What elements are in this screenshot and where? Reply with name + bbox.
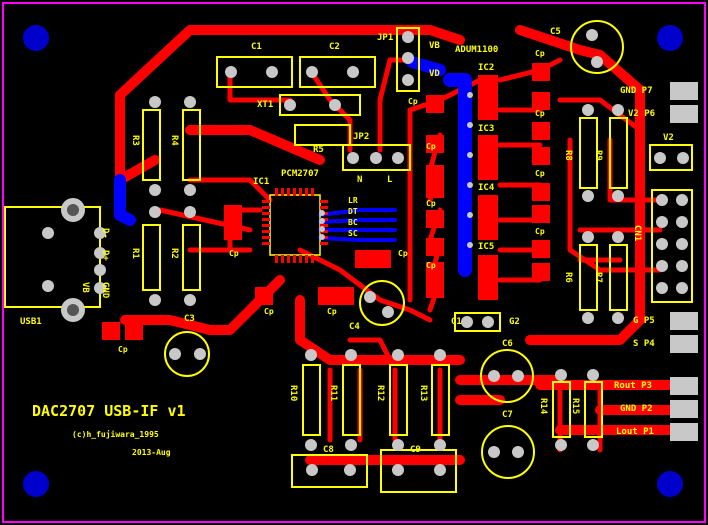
- label-cp-13: Cp: [535, 227, 545, 236]
- label-vd: VD: [429, 69, 440, 79]
- mounting-holes: [23, 25, 683, 497]
- label-cp-8: Cp: [426, 199, 436, 208]
- label-l: L: [387, 175, 393, 185]
- label-bc: BC: [348, 218, 358, 227]
- ref-r7: R7: [593, 272, 603, 283]
- ref-r9: R9: [593, 150, 603, 161]
- usb-connector: [61, 198, 85, 322]
- label-sc: SC: [348, 229, 358, 238]
- ref-r4: R4: [169, 135, 179, 146]
- ref-r2: R2: [169, 248, 179, 259]
- ref-c7: C7: [502, 410, 513, 420]
- ref-c5: C5: [550, 27, 561, 37]
- pin-p1-label: Lout P1: [616, 427, 654, 437]
- pin-p3-label: Rout P3: [614, 381, 652, 391]
- board-date: 2013-Aug: [132, 448, 171, 457]
- ref-ic3: IC3: [478, 124, 495, 134]
- board-copyright: (c)h_fujiwara_1995: [72, 430, 159, 439]
- silkscreen-outlines: [4, 20, 693, 493]
- ref-r13: R13: [418, 385, 428, 402]
- ic-bodies: [478, 75, 498, 300]
- label-cp-4: Cp: [398, 249, 408, 258]
- label-pcm2707: PCM2707: [281, 169, 319, 179]
- ref-jp1: JP1: [377, 33, 394, 43]
- label-n: N: [357, 175, 363, 185]
- ref-ic4: IC4: [478, 183, 495, 193]
- smd-pads: [102, 63, 550, 340]
- label-dt: DT: [348, 207, 358, 216]
- ref-c8: C8: [323, 445, 334, 455]
- label-cp-2: Cp: [264, 307, 274, 316]
- ref-c2: C2: [329, 42, 340, 52]
- ref-ic1: IC1: [253, 177, 270, 187]
- top-traces: [115, 25, 695, 465]
- ref-jp2: JP2: [353, 132, 370, 142]
- ref-usb1: USB1: [20, 317, 42, 327]
- pin-p4-label: S P4: [633, 339, 655, 349]
- ref-r15: R15: [570, 398, 580, 415]
- ref-r12: R12: [375, 385, 385, 402]
- ref-c9: C9: [410, 445, 421, 455]
- ref-v2: V2: [663, 133, 674, 143]
- ref-c1: C1: [251, 42, 262, 52]
- ref-r5: R5: [313, 145, 324, 155]
- ref-ic2: IC2: [478, 63, 495, 73]
- label-cp-6: Cp: [408, 97, 418, 106]
- label-cp-12: Cp: [535, 169, 545, 178]
- ref-c6: C6: [502, 339, 513, 349]
- label-adum1100: ADUM1100: [455, 45, 499, 55]
- label-cp-10: Cp: [535, 49, 545, 58]
- pin-p5-label: G P5: [633, 316, 655, 326]
- label-lr: LR: [348, 196, 358, 205]
- label-usb-dplus: D+: [100, 250, 110, 261]
- edge-connector-pads: [670, 82, 698, 441]
- label-cp-3: Cp: [327, 307, 337, 316]
- label-usb-gnd: GND: [100, 282, 110, 299]
- pin-p2-label: GND P2: [620, 404, 653, 414]
- ref-r11: R11: [328, 385, 338, 402]
- ref-r3: R3: [130, 135, 140, 146]
- pin-p6-label: V2 P6: [628, 109, 656, 119]
- label-vb: VB: [429, 41, 440, 51]
- label-cp-7: Cp: [426, 142, 436, 151]
- through-hole-pads: [42, 29, 689, 476]
- ref-r6: R6: [563, 272, 573, 283]
- vias: [319, 92, 473, 248]
- label-g1: G1: [451, 317, 462, 327]
- label-g2: G2: [509, 317, 520, 327]
- label-usb-dminus: D-: [100, 228, 110, 239]
- ref-ic5: IC5: [478, 242, 495, 252]
- label-cp-9: Cp: [426, 261, 436, 270]
- ref-r14: R14: [538, 398, 548, 415]
- board-title: DAC2707 USB-IF v1: [32, 402, 186, 420]
- ref-c4: C4: [349, 322, 360, 332]
- ref-cn1: CN1: [632, 225, 642, 242]
- ref-c3: C3: [184, 314, 195, 324]
- ref-xt1: XT1: [257, 100, 274, 110]
- label-cp-5: Cp: [118, 345, 128, 354]
- label-cp-11: Cp: [535, 109, 545, 118]
- pin-p7-label: GND P7: [620, 86, 653, 96]
- ref-r1: R1: [130, 248, 140, 259]
- ref-r8: R8: [563, 150, 573, 161]
- bottom-traces: [114, 56, 472, 277]
- label-usb-vb: VB: [80, 282, 90, 293]
- label-cp-1: Cp: [229, 249, 239, 258]
- ref-r10: R10: [288, 385, 298, 402]
